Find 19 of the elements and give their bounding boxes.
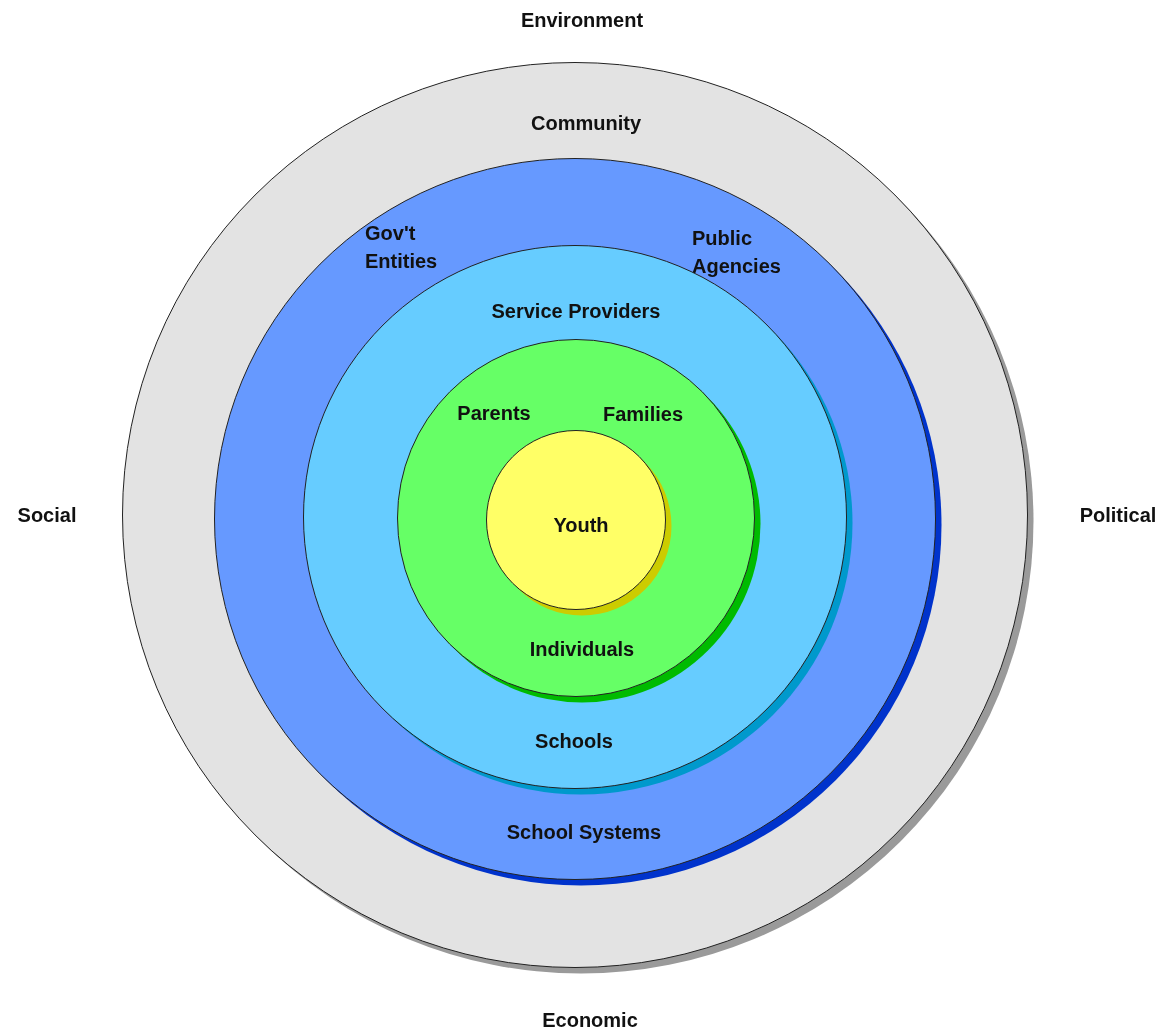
outer-label: Environment: [520, 8, 644, 33]
ring-label: Gov't Entities: [365, 221, 439, 274]
ring-label: School Systems: [505, 820, 663, 845]
ring-label: Parents: [456, 401, 532, 426]
outer-ring: [122, 62, 1034, 974]
ring-label: Schools: [534, 729, 614, 754]
ring: [214, 158, 942, 886]
ring: [397, 339, 761, 703]
ring-label: Public Agencies: [692, 226, 782, 279]
ring-label: Youth: [552, 513, 610, 538]
outer-label: Political: [1079, 503, 1157, 528]
outer-label: Social: [17, 503, 77, 528]
ring-label: Individuals: [528, 637, 636, 662]
ring-label: Community: [530, 111, 642, 136]
ring-label: Service Providers: [490, 299, 662, 324]
center-circle: [486, 430, 672, 616]
ring: [303, 245, 853, 795]
outer-label: Economic: [542, 1008, 638, 1033]
ring-label: Families: [601, 402, 684, 427]
